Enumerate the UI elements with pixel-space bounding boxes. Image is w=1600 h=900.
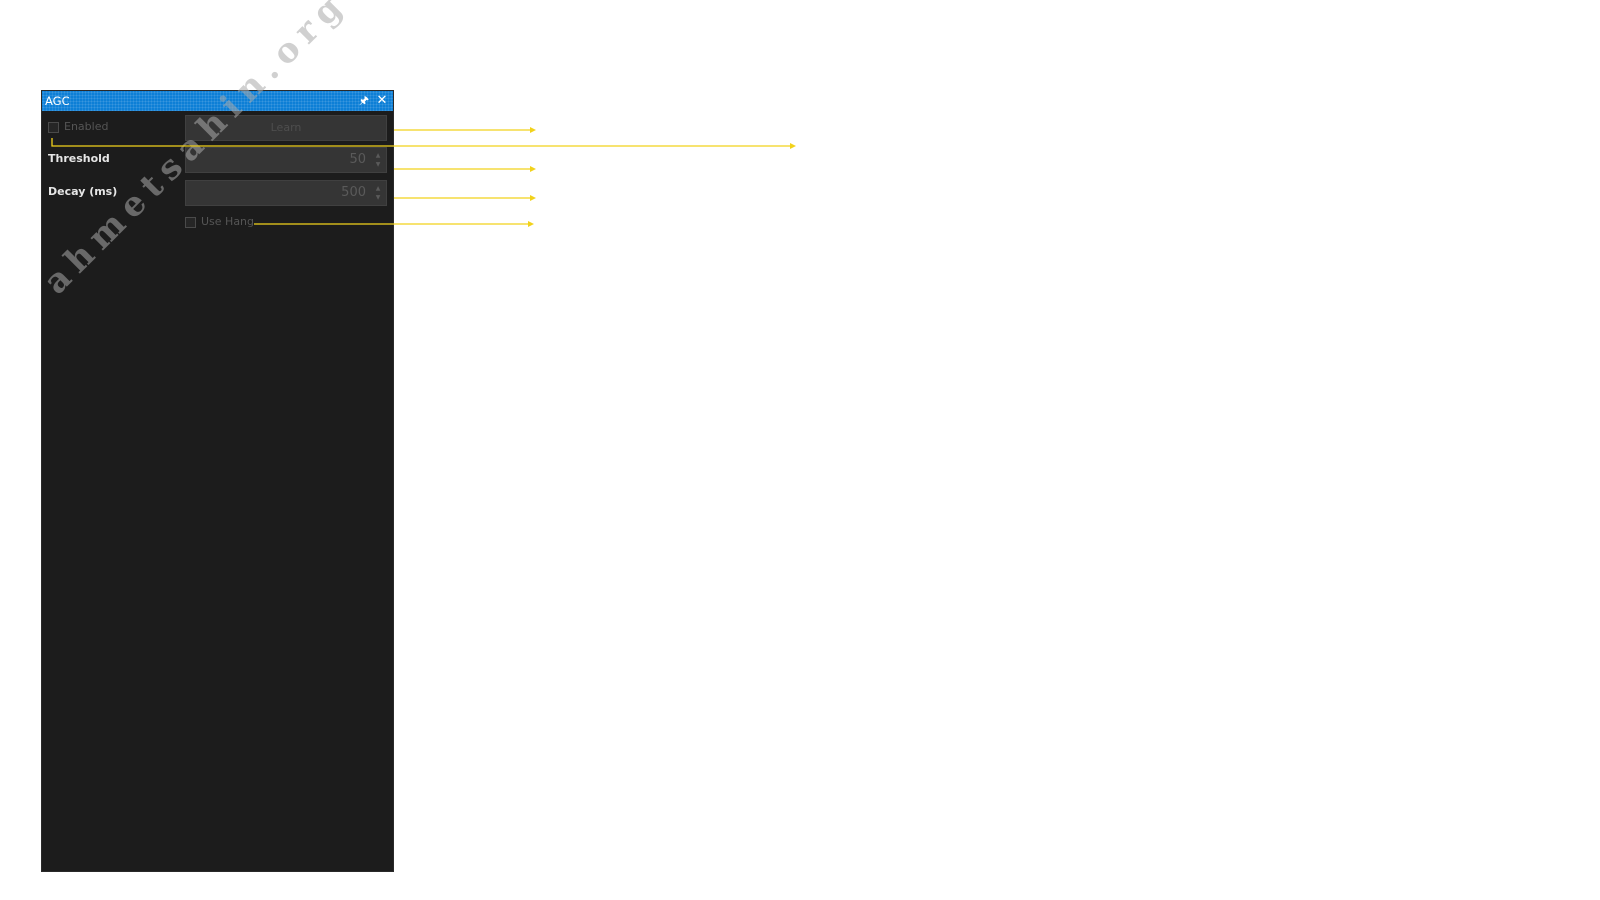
decay-label: Decay (ms) [48, 185, 118, 198]
threshold-spin-down-icon[interactable]: ▼ [375, 161, 381, 168]
enabled-label: Enabled [64, 120, 109, 133]
guide-arrowheads [528, 127, 796, 227]
threshold-spin-up-icon[interactable]: ▲ [375, 152, 381, 159]
threshold-value: 50 [349, 152, 366, 167]
close-icon[interactable]: ✕ [376, 93, 388, 108]
use-hang-label: Use Hang [201, 215, 255, 228]
learn-button-label: Learn [270, 121, 302, 134]
arrowhead-threshold [530, 166, 536, 172]
decay-value: 500 [341, 185, 366, 200]
agc-panel: AGC 🖈 ✕ Enabled Learn Threshold 50 ▲ ▼ D… [41, 90, 394, 872]
decay-spin-down-icon[interactable]: ▼ [375, 194, 381, 201]
panel-titlebar[interactable]: AGC 🖈 ✕ [42, 91, 393, 111]
arrowhead-decay [530, 195, 536, 201]
arrowhead-enabled [790, 143, 796, 149]
decay-input[interactable]: 500 ▲ ▼ [185, 180, 387, 206]
threshold-input[interactable]: 50 ▲ ▼ [185, 147, 387, 173]
pin-icon[interactable]: 🖈 [358, 94, 370, 107]
enabled-checkbox[interactable] [48, 122, 59, 133]
arrowhead-learn [530, 127, 536, 133]
decay-spin-up-icon[interactable]: ▲ [375, 185, 381, 192]
threshold-label: Threshold [48, 152, 110, 165]
use-hang-checkbox[interactable] [185, 217, 196, 228]
arrowhead-use-hang [528, 221, 534, 227]
panel-title: AGC [45, 94, 70, 108]
learn-button[interactable]: Learn [185, 115, 387, 141]
